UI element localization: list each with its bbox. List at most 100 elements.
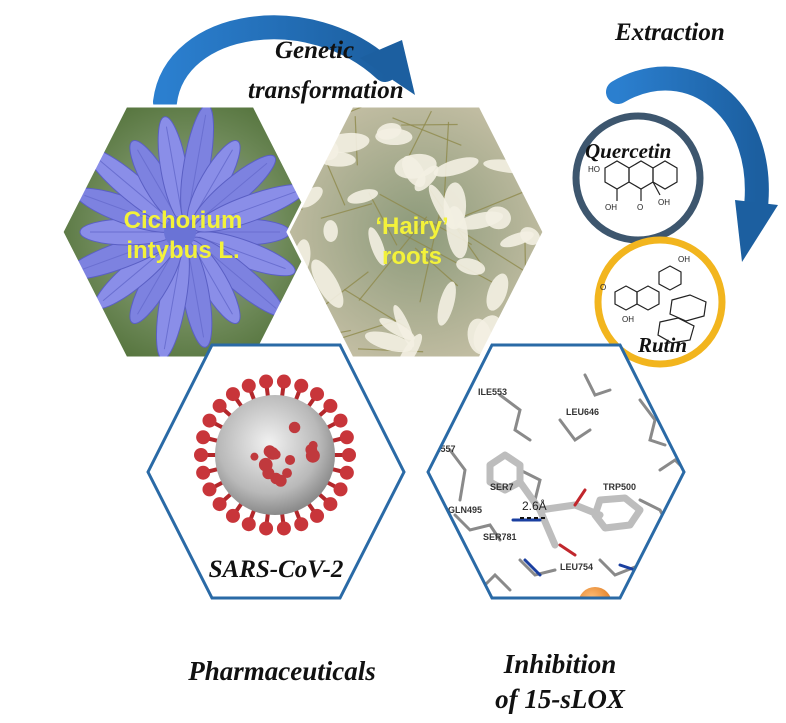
virus-surface-proteins xyxy=(250,421,320,487)
residue-his504: HIS504 xyxy=(643,570,673,580)
roots-label-line2: roots xyxy=(382,243,442,270)
root-strand xyxy=(392,117,462,146)
spike-head xyxy=(225,387,240,402)
spike-head xyxy=(259,521,274,536)
quercetin-oh-right: OH xyxy=(658,198,670,207)
inhibition-label-line1: Inhibition xyxy=(503,649,617,679)
root-fuzz xyxy=(303,315,329,340)
protein-sticks xyxy=(448,373,684,592)
rutin-molecule xyxy=(614,265,707,344)
spike-head xyxy=(333,413,348,428)
residue-leu754: LEU754 xyxy=(560,562,593,572)
surface-spike xyxy=(284,454,296,466)
quercetin-oh-bottom: OH xyxy=(605,203,617,212)
roots-hexagon: ‘Hairy’ roots xyxy=(286,104,546,360)
spike-head xyxy=(194,448,208,462)
residue-ile553: ILE553 xyxy=(478,387,507,397)
root-fuzz xyxy=(311,259,344,308)
spike-head xyxy=(310,387,325,402)
root-fuzz xyxy=(288,127,316,169)
rutin-oh-bottom: OH xyxy=(622,315,634,324)
root-strand xyxy=(343,288,407,328)
spike-head xyxy=(276,374,291,389)
root-fuzz xyxy=(437,281,456,326)
pharmaceuticals-label: Pharmaceuticals xyxy=(187,656,376,686)
genetic-transformation-arrow xyxy=(153,15,415,114)
spike-head xyxy=(259,374,274,389)
ligand-atoms xyxy=(511,488,684,577)
quercetin-ho-left: HO xyxy=(588,165,600,174)
plant-label-line1: Cichorium xyxy=(124,207,243,234)
spike-head xyxy=(241,378,256,393)
spike-head xyxy=(323,497,338,512)
quercetin-structure: HO OH O OH Quercetin xyxy=(572,112,704,244)
root-fuzz xyxy=(502,120,520,141)
root-strand xyxy=(358,216,428,301)
surface-spike xyxy=(250,452,259,461)
rutin-oh-top: OH xyxy=(678,255,690,264)
root-strand xyxy=(464,187,534,217)
plant-hexagon: Cichorium intybus L. xyxy=(60,104,320,360)
residue-leu646: LEU646 xyxy=(566,407,599,417)
surface-spike xyxy=(270,449,280,460)
spike-head xyxy=(225,508,240,523)
root-fuzz xyxy=(288,129,326,154)
root-fuzz xyxy=(456,258,486,276)
spike-head xyxy=(294,378,309,393)
residue-ser781: SER781 xyxy=(483,532,517,542)
spike-head xyxy=(276,521,291,536)
surface-spike xyxy=(274,474,287,487)
spike-head xyxy=(241,517,256,532)
residue-ser7: SER7 xyxy=(490,482,514,492)
root-strand xyxy=(320,203,373,219)
surface-spike xyxy=(305,448,320,463)
root-fuzz xyxy=(520,227,541,245)
spike-head xyxy=(196,430,211,445)
sars-label: SARS-CoV-2 xyxy=(209,556,344,583)
genetic-label: Genetic xyxy=(275,37,354,64)
surface-spike xyxy=(288,421,301,434)
residue-gln495: GLN495 xyxy=(448,505,482,515)
root-strand xyxy=(368,192,398,246)
root-fuzz xyxy=(433,157,479,177)
inhibition-label-line2: of 15-sLOX xyxy=(495,684,626,714)
fe-label: Fe xyxy=(589,599,602,611)
root-fuzz xyxy=(486,273,509,311)
roots-label-line1: ‘Hairy’ xyxy=(375,213,448,240)
root-fuzz xyxy=(414,165,439,192)
quercetin-molecule xyxy=(604,160,678,201)
spike-head xyxy=(212,398,227,413)
root-strand xyxy=(414,247,459,287)
quercetin-label: Quercetin xyxy=(585,139,671,163)
root-fuzz xyxy=(519,312,544,343)
rutin-label: Rutin xyxy=(637,333,687,357)
surface-spike xyxy=(258,457,273,472)
spike-head xyxy=(342,448,356,462)
residue-ie557: IE557 xyxy=(432,444,456,454)
spike-head xyxy=(333,482,348,497)
plant-label-line2: intybus L. xyxy=(126,237,239,264)
spike-head xyxy=(196,465,211,480)
surface-spike xyxy=(308,440,318,450)
root-fuzz xyxy=(379,317,416,341)
docking-hexagon: Fe ILE553 LEU646 IE557 TRP500 GLN495 HIS… xyxy=(426,343,686,611)
spike-head xyxy=(202,482,217,497)
spike-head xyxy=(310,508,325,523)
root-fuzz xyxy=(396,333,423,358)
root-fuzz xyxy=(394,153,437,179)
spike-head xyxy=(202,413,217,428)
spike-head xyxy=(294,517,309,532)
transformation-label: transformation xyxy=(248,77,404,104)
virus-spikes xyxy=(194,374,356,536)
spike-head xyxy=(212,497,227,512)
root-fuzz xyxy=(365,331,413,353)
root-fuzz xyxy=(292,106,312,148)
quercetin-o-bottom: O xyxy=(637,203,643,212)
root-fuzz xyxy=(323,220,338,242)
root-fuzz xyxy=(376,122,402,140)
rutin-structure: OH OH O Rutin xyxy=(594,236,726,368)
root-fuzz xyxy=(428,184,455,230)
root-strand xyxy=(334,106,436,119)
root-fuzz xyxy=(347,189,379,204)
